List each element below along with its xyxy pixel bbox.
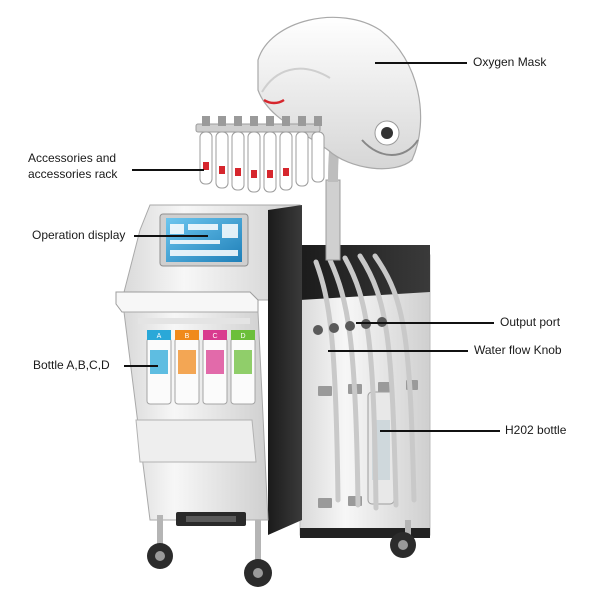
wheels bbox=[147, 532, 416, 587]
bottle-letter-c: C bbox=[212, 333, 217, 340]
label-oxygen-mask: Oxygen Mask bbox=[473, 55, 547, 69]
label-accessories: Accessories and accessories rack bbox=[28, 151, 118, 181]
leader-h202-bottle bbox=[380, 430, 500, 432]
leader-output-port bbox=[356, 322, 494, 324]
bottle-letter-d: D bbox=[240, 333, 245, 340]
bottle-c-shape bbox=[202, 330, 228, 405]
label-bottles: Bottle A,B,C,D bbox=[33, 358, 110, 372]
hoses bbox=[313, 253, 417, 511]
leader-bottles bbox=[124, 365, 158, 367]
label-output-port: Output port bbox=[500, 315, 561, 329]
label-water-flow-knob: Water flow Knob bbox=[474, 343, 562, 357]
bottle-a-shape bbox=[146, 330, 172, 405]
leader-oxygen-mask bbox=[375, 62, 467, 64]
accessories-rack bbox=[195, 116, 325, 193]
front-console bbox=[121, 204, 302, 535]
output-ports bbox=[313, 317, 387, 335]
label-h202-bottle: H202 bottle bbox=[505, 423, 567, 437]
leader-water-flow-knob bbox=[328, 350, 468, 352]
bottle-d-shape bbox=[230, 330, 256, 405]
bottle-letter-a: A bbox=[157, 333, 162, 340]
bottle-letter-b: B bbox=[185, 333, 190, 340]
leader-operation-display bbox=[134, 235, 208, 237]
front-shelf bbox=[115, 291, 259, 313]
label-operation-display: Operation display bbox=[32, 228, 126, 242]
leader-accessories bbox=[132, 169, 204, 171]
bottle-b-shape bbox=[174, 330, 200, 405]
